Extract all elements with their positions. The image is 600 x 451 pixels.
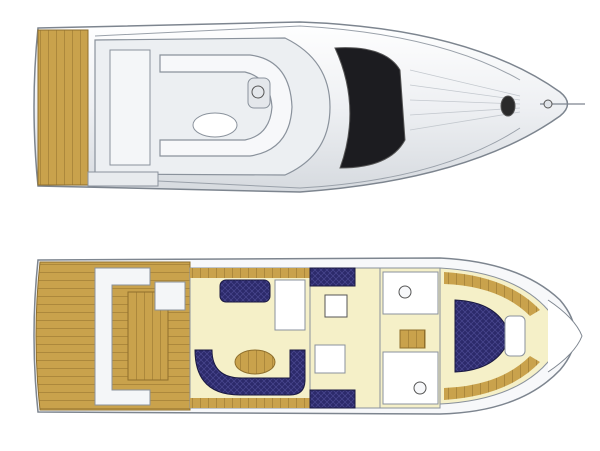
saloon-trim-bottom <box>190 398 310 408</box>
flybridge-table <box>192 112 238 138</box>
galley-counter <box>274 279 306 331</box>
sunpad-aft <box>109 49 151 166</box>
aft-step <box>87 171 159 187</box>
cockpit-seating <box>94 267 151 406</box>
heads-aft-toilet <box>413 381 427 395</box>
galley-bottom-cabinet <box>309 389 356 409</box>
forward-cabin-trim <box>444 272 540 316</box>
saloon-trim-top <box>190 268 310 278</box>
flybridge-helm <box>247 77 271 109</box>
galley-area <box>309 267 381 409</box>
side-deck-starboard <box>94 127 521 189</box>
lobby-wood-shelf <box>399 329 426 349</box>
bow-anchor-fitting <box>543 99 553 109</box>
saloon-sofa-aft <box>194 349 306 396</box>
galley-hob <box>324 294 348 318</box>
forward-cabin-trim-lower <box>444 356 540 400</box>
heads-aft <box>382 351 439 405</box>
galley-fridge <box>314 344 346 374</box>
side-deck-port <box>94 25 521 81</box>
deck-plan-view <box>33 21 585 193</box>
swim-platform-teak <box>37 29 89 186</box>
forward-cabin-seat <box>504 315 526 357</box>
galley-top-cabinet <box>309 267 356 287</box>
windscreen-glass <box>334 47 406 169</box>
stairs <box>154 281 186 311</box>
accommodation-plan-view <box>33 257 583 415</box>
saloon-sofa-forward <box>219 279 271 303</box>
helm-wheel <box>251 85 265 99</box>
heads-fore-toilet <box>398 285 412 299</box>
saloon-table <box>234 349 276 375</box>
foredeck-hatch <box>500 95 516 117</box>
bow-tip <box>547 299 583 373</box>
